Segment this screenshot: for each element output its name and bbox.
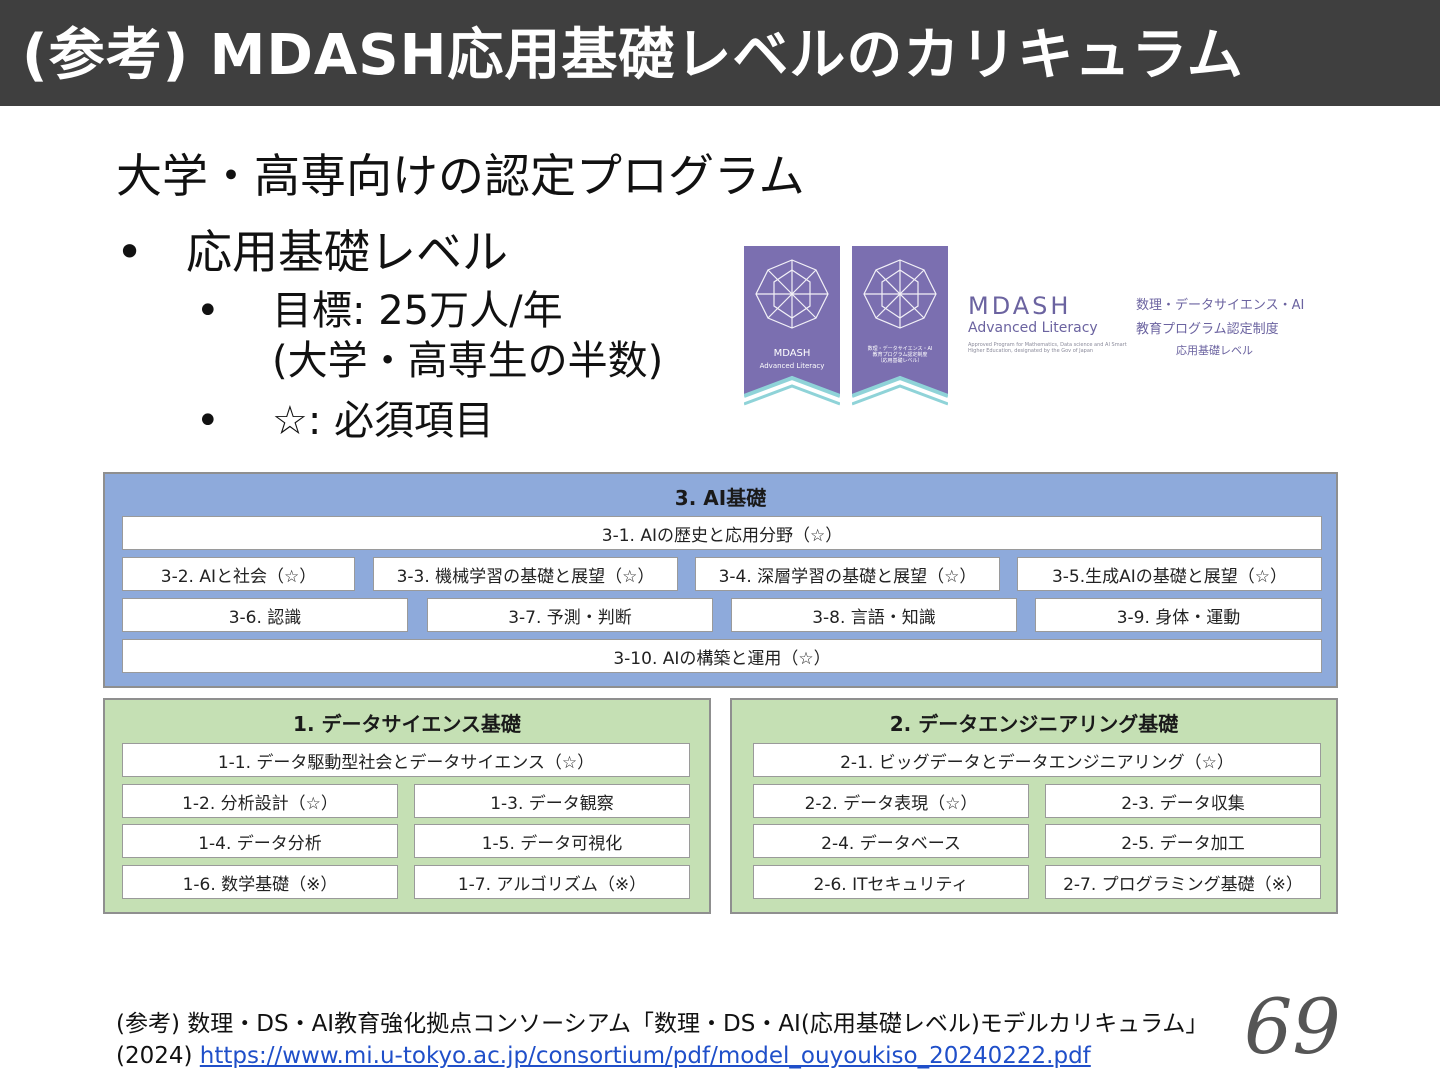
page-number: 69 [1244, 982, 1341, 1071]
curriculum-item: 3-4. 深層学習の基礎と展望（☆） [695, 557, 1000, 591]
bullet-star-note: • ☆: 必須項目 [196, 396, 494, 446]
curriculum-item: 1-4. データ分析 [122, 824, 398, 858]
goal-line-1: 目標: 25万人/年 [272, 288, 563, 334]
curriculum-item: 2-7. プログラミング基礎（※） [1045, 865, 1321, 899]
curriculum-item: 1-1. データ駆動型社会とデータサイエンス（☆） [122, 743, 690, 777]
logo-fine-print: Approved Program for Mathematics, Data s… [968, 342, 1127, 354]
curriculum-item: 2-2. データ表現（☆） [753, 784, 1029, 818]
ai-basics-title: 3. AI基礎 [674, 486, 767, 510]
bullet-marker: • [196, 398, 220, 444]
badge-caption-jp-3: （応用基礎レベル） [877, 358, 923, 364]
slide-subtitle: 大学・高専向けの認定プログラム [116, 149, 805, 203]
curriculum-item: 1-5. データ可視化 [414, 824, 690, 858]
bullet-marker: • [116, 225, 144, 279]
curriculum-item: 3-5.生成AIの基礎と展望（☆） [1017, 557, 1322, 591]
title-bar: (参考) MDASH応用基礎レベルのカリキュラム [0, 0, 1440, 106]
curriculum-item: 2-4. データベース [753, 824, 1029, 858]
logo-jp-line-2: 教育プログラム認定制度 [1136, 322, 1279, 337]
bullet-marker: • [196, 288, 220, 334]
badge-caption-mdash: MDASH [773, 348, 811, 359]
logo-wordmark: MDASH [968, 292, 1072, 320]
curriculum-item: 3-3. 機械学習の基礎と展望（☆） [373, 557, 678, 591]
logo-jp-line-3: 応用基礎レベル [1176, 344, 1253, 357]
reference-year: (2024) [116, 1043, 200, 1069]
logo-advanced-literacy: Advanced Literacy [968, 320, 1098, 336]
curriculum-item: 3-1. AIの歴史と応用分野（☆） [122, 516, 1322, 550]
logo-jp-line-1: 数理・データサイエンス・AI [1136, 298, 1305, 313]
bullet-level: • 応用基礎レベル [116, 216, 508, 282]
bullet-goal: • 目標: 25万人/年(大学・高専生の半数) [196, 286, 663, 386]
curriculum-item: 3-2. AIと社会（☆） [122, 557, 355, 591]
curriculum-item: 3-6. 認識 [122, 598, 408, 632]
slide-title: (参考) MDASH応用基礎レベルのカリキュラム [22, 23, 1244, 88]
data-engineering-basics-title: 2. データエンジニアリング基礎 [889, 712, 1179, 736]
reference-footer: (参考) 数理・DS・AI教育強化拠点コンソーシアム「数理・DS・AI(応用基礎… [116, 1008, 1208, 1072]
star-note-text: ☆: 必須項目 [272, 398, 495, 444]
data-science-basics-title: 1. データサイエンス基礎 [293, 712, 521, 736]
curriculum-item: 1-6. 数学基礎（※） [122, 865, 398, 899]
bullet-level-text: 応用基礎レベル [186, 225, 508, 279]
curriculum-item: 3-10. AIの構築と運用（☆） [122, 639, 1322, 673]
mdash-badge-right: 数理・データサイエンス・AI 教育プログラム認定制度 （応用基礎レベル） [852, 246, 948, 410]
badge-caption-literacy: Advanced Literacy [759, 362, 825, 370]
badge-caption-jp-1: 数理・データサイエンス・AI [867, 346, 933, 352]
mdash-logo: MDASH Advanced Literacy 数理・データサイエンス・AI 教… [744, 244, 1324, 412]
mdash-badge-left: MDASH Advanced Literacy [744, 246, 840, 410]
curriculum-item: 3-9. 身体・運動 [1035, 598, 1322, 632]
badge-caption-jp-2: 教育プログラム認定制度 [872, 352, 928, 358]
curriculum-item: 1-7. アルゴリズム（※） [414, 865, 690, 899]
curriculum-item: 3-8. 言語・知識 [731, 598, 1017, 632]
curriculum-item: 1-2. 分析設計（☆） [122, 784, 398, 818]
curriculum-item: 2-6. ITセキュリティ [753, 865, 1029, 899]
reference-text: (参考) 数理・DS・AI教育強化拠点コンソーシアム「数理・DS・AI(応用基礎… [116, 1011, 1209, 1037]
curriculum-item: 2-3. データ収集 [1045, 784, 1321, 818]
goal-line-2: (大学・高専生の半数) [272, 338, 664, 384]
curriculum-item: 2-1. ビッグデータとデータエンジニアリング（☆） [753, 743, 1321, 777]
curriculum-item: 1-3. データ観察 [414, 784, 690, 818]
reference-link[interactable]: https://www.mi.u-tokyo.ac.jp/consortium/… [199, 1043, 1091, 1069]
curriculum-item: 2-5. データ加工 [1045, 824, 1321, 858]
ai-basics-panel: 3. AI基礎 3-1. AIの歴史と応用分野（☆） 3-2. AIと社会（☆）… [103, 472, 1338, 688]
data-engineering-basics-panel: 2. データエンジニアリング基礎 2-1. ビッグデータとデータエンジニアリング… [730, 698, 1338, 914]
curriculum-item: 3-7. 予測・判断 [427, 598, 713, 632]
data-science-basics-panel: 1. データサイエンス基礎 1-1. データ駆動型社会とデータサイエンス（☆） … [103, 698, 711, 914]
